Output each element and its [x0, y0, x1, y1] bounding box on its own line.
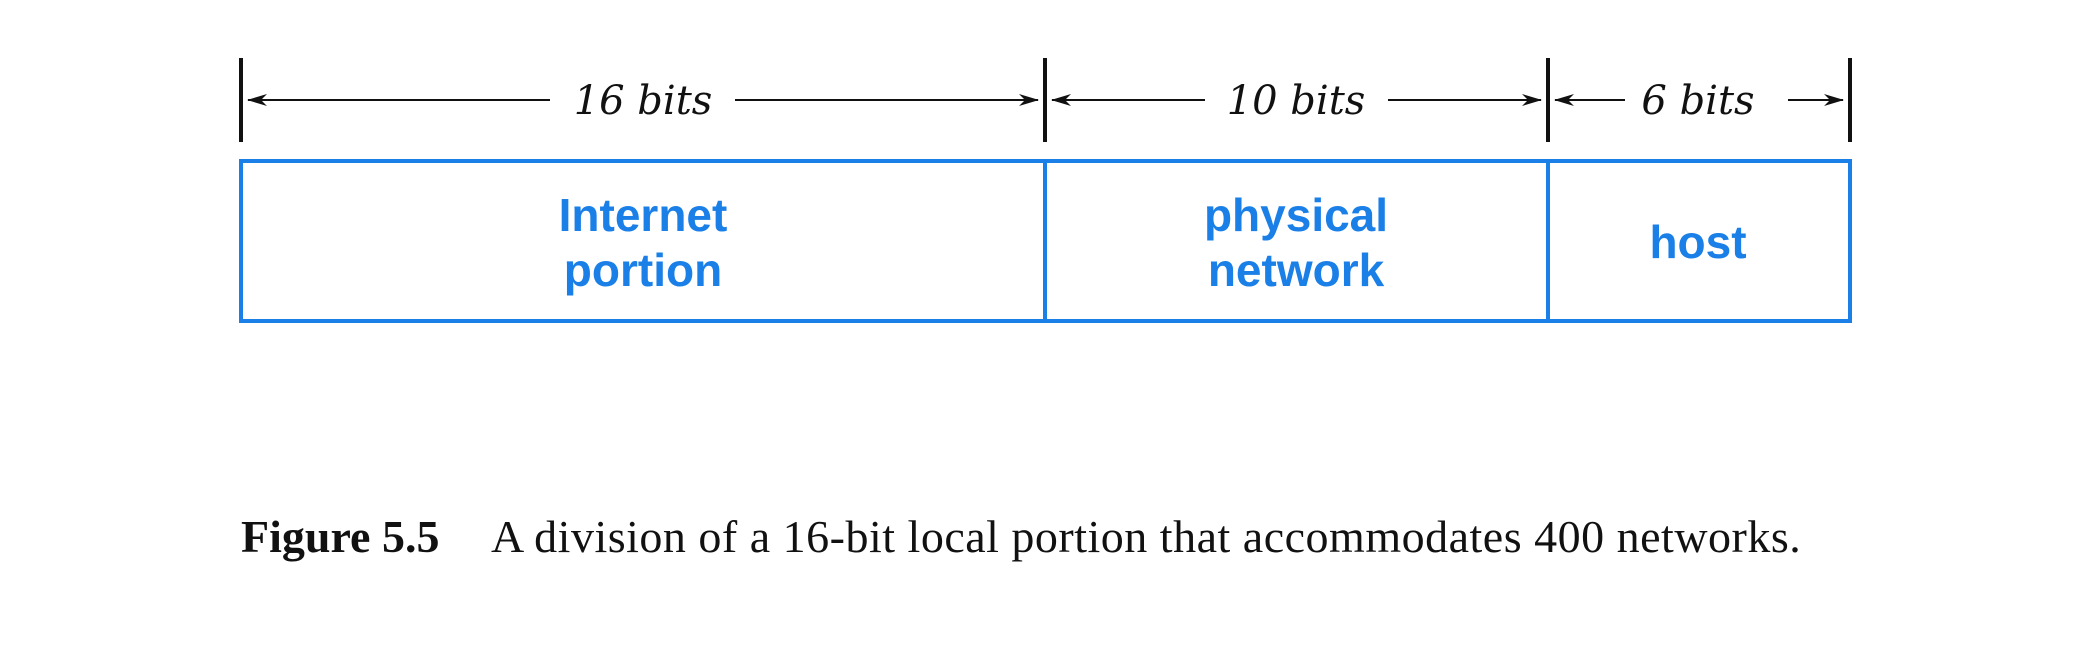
- dimension-physical-network: 10 bits: [1051, 78, 1542, 124]
- field-box-physical-network: [1043, 159, 1550, 323]
- caption-text: A division of a 16-bit local portion tha…: [491, 511, 1802, 562]
- field-label-internet-line2: portion: [564, 244, 722, 296]
- dimension-internet-portion: 16 bits: [247, 78, 1039, 124]
- bits-label-physical-network: 10 bits: [1227, 78, 1366, 124]
- figure-caption: Figure 5.5 A division of a 16-bit local …: [241, 505, 1851, 569]
- bits-label-host: 6 bits: [1641, 78, 1754, 124]
- bits-label-internet-portion: 16 bits: [574, 78, 713, 124]
- field-label-internet-line1: Internet: [559, 189, 728, 241]
- field-label-physical-line2: network: [1208, 244, 1385, 296]
- dimension-host: 6 bits: [1554, 78, 1844, 124]
- field-box-host: [1546, 159, 1852, 323]
- field-box-internet-portion: [239, 159, 1047, 323]
- field-label-host: host: [1649, 216, 1746, 268]
- field-label-physical-line1: physical: [1204, 189, 1388, 241]
- caption-label: Figure 5.5: [241, 511, 440, 562]
